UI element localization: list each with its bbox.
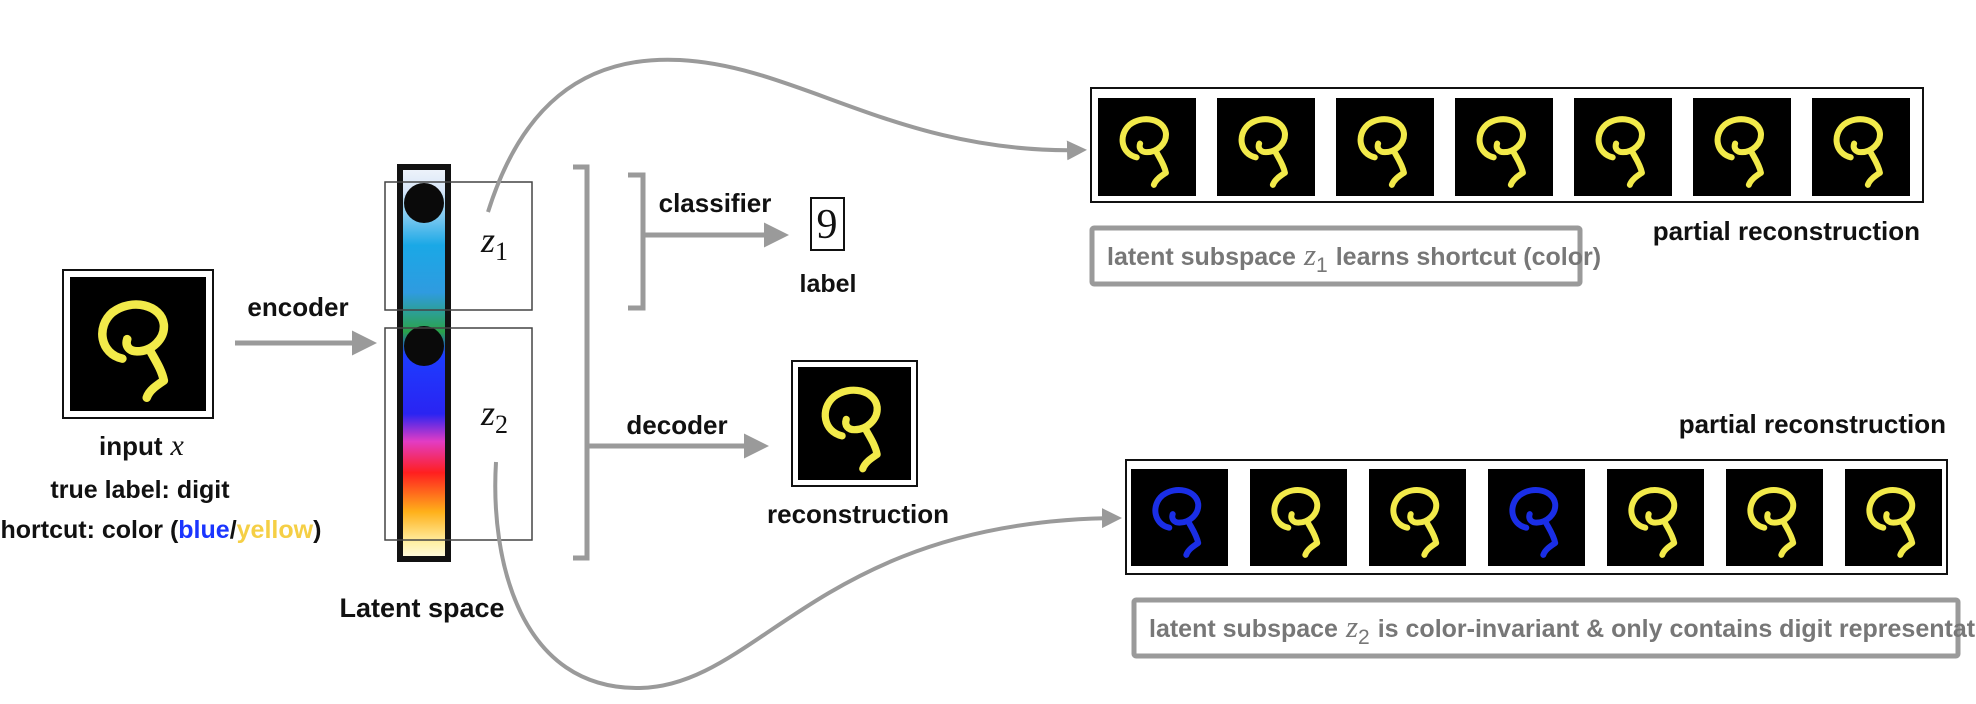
bottom-row-digit-5	[1607, 469, 1704, 566]
bottom-row-title: partial reconstruction	[1679, 409, 1946, 439]
top-row-digit-7	[1812, 98, 1910, 196]
bottom-row-note-box	[1131, 597, 1961, 659]
top-row-digit-3	[1336, 98, 1434, 196]
top-row-title: partial reconstruction	[1653, 216, 1920, 246]
z2-to-bottom-row-arrow	[493, 461, 1122, 691]
z1-subspace-box	[384, 181, 533, 311]
classifier-output-box	[810, 197, 845, 251]
encoder-label: encoder	[247, 292, 348, 322]
latent-blob-top	[404, 183, 444, 223]
bottom-row-digit-1	[1131, 469, 1228, 566]
top-row-digit-2	[1217, 98, 1315, 196]
bottom-row-digit-2	[1250, 469, 1347, 566]
classifier-label: classifier	[659, 188, 772, 218]
bottom-row-digit-4	[1488, 469, 1585, 566]
reconstruction-image	[798, 367, 911, 480]
true-label-text: true label: digit	[50, 476, 230, 504]
z2-subspace-box	[384, 327, 533, 541]
z2-label: z2	[480, 393, 508, 439]
shortcut-blue: blue	[178, 516, 229, 544]
outer-bracket	[573, 164, 590, 561]
decoder-label: decoder	[626, 410, 727, 440]
reconstruction-caption: reconstruction	[767, 499, 949, 529]
top-row-digit-6	[1693, 98, 1791, 196]
classifier-bracket	[628, 172, 646, 311]
top-row-digit-1	[1098, 98, 1196, 196]
bottom-row-digit-7	[1845, 469, 1942, 566]
top-row-digit-5	[1574, 98, 1672, 196]
bottom-row-digit-6	[1726, 469, 1823, 566]
bottom-row-digit-3	[1369, 469, 1466, 566]
top-row-digits	[1098, 98, 1910, 196]
top-row-digit-4	[1455, 98, 1553, 196]
shortcut-text: shortcut: color (blue/yellow)	[0, 516, 321, 544]
input-digit-image	[70, 277, 206, 411]
label-caption: label	[800, 270, 857, 298]
latent-blob-mid	[404, 326, 444, 366]
z1-to-top-row-arrow	[486, 57, 1087, 213]
bottom-row-digits	[1131, 469, 1942, 566]
top-row-note-box	[1089, 225, 1583, 287]
classifier-output: 9	[817, 202, 838, 248]
z1-label: z1	[480, 220, 508, 266]
shortcut-yellow: yellow	[237, 516, 314, 544]
latent-space-title: Latent space	[339, 593, 504, 623]
